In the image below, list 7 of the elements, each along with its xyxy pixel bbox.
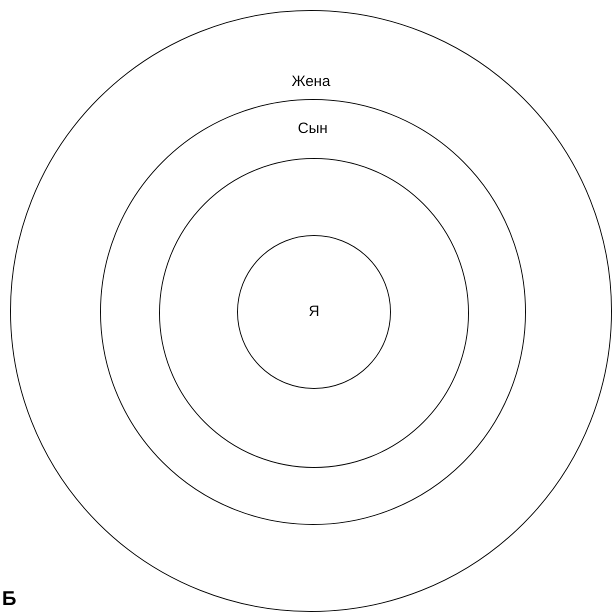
circle-outline — [159, 158, 470, 468]
circle-label: Я — [308, 303, 320, 320]
circle-label: Жена — [292, 73, 330, 90]
panel-letter: Б — [2, 588, 16, 611]
circle-outline — [100, 98, 526, 525]
circle-outline — [237, 235, 392, 390]
circle-label: Сын — [298, 120, 328, 137]
